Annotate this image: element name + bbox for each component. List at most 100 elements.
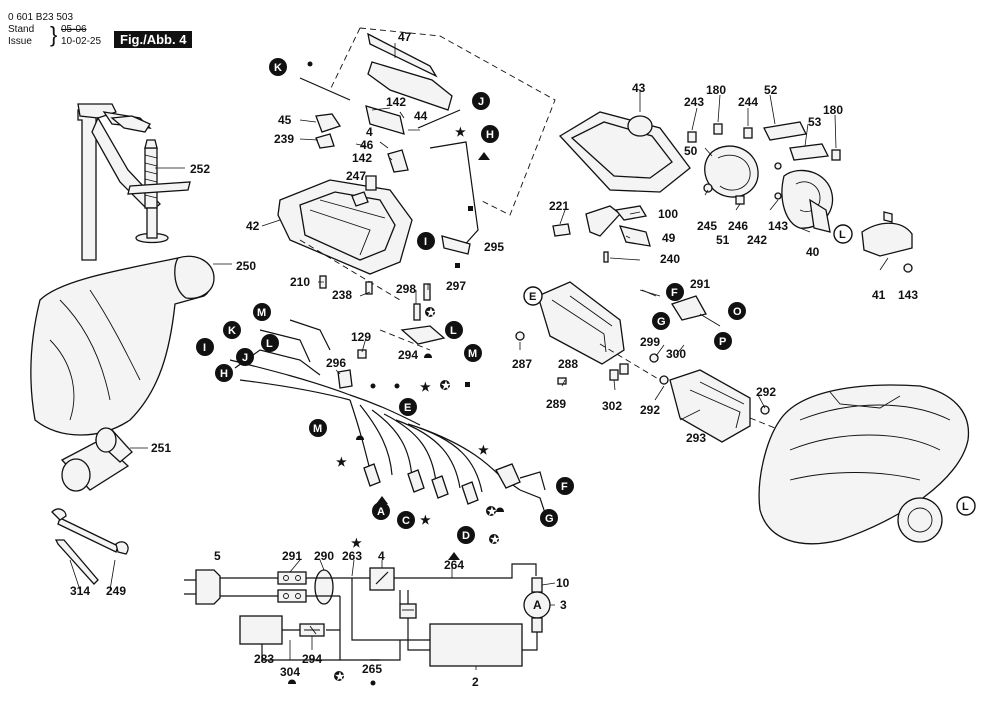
part-number: 264 bbox=[444, 558, 464, 572]
part-number: 180 bbox=[706, 83, 726, 97]
part-number: 129 bbox=[351, 330, 371, 344]
part-number: 292 bbox=[640, 403, 660, 417]
callout-M2: M bbox=[253, 303, 271, 321]
part-number: 210 bbox=[290, 275, 310, 289]
stand-label: Stand bbox=[8, 24, 35, 35]
part-number: 294 bbox=[302, 652, 322, 666]
callout-letter: F bbox=[671, 287, 678, 299]
callout-letter: L bbox=[962, 501, 969, 513]
callout-letter: I bbox=[203, 342, 206, 354]
stand-value: 05-06 bbox=[61, 24, 87, 35]
part-number: 45 bbox=[278, 113, 292, 127]
part-number: 291 bbox=[282, 549, 302, 563]
issue-value: 10-02-25 bbox=[61, 36, 102, 47]
part-number: 287 bbox=[512, 357, 532, 371]
part-number: 240 bbox=[660, 252, 680, 266]
part-numbers: 47 44 142 45 239 4 46 142 247 42 252 250… bbox=[70, 30, 918, 689]
part-number: 298 bbox=[396, 282, 416, 296]
callout-letter: E bbox=[404, 402, 411, 414]
callout-letter: K bbox=[228, 325, 236, 337]
part-number: 265 bbox=[362, 662, 382, 676]
part-number: 10 bbox=[556, 576, 570, 590]
callout-letter: L bbox=[266, 338, 273, 350]
part-number: 314 bbox=[70, 584, 90, 598]
part-number: 251 bbox=[151, 441, 171, 455]
part-number: 3 bbox=[560, 598, 567, 612]
part-number: 283 bbox=[254, 652, 274, 666]
callout-letter: K bbox=[274, 62, 282, 74]
part-code: 0 601 B23 503 bbox=[8, 12, 74, 23]
callout-E2: E bbox=[523, 286, 543, 306]
callout-G2: G bbox=[652, 312, 670, 330]
part-number: 288 bbox=[558, 357, 578, 371]
switch-parts-drawing bbox=[299, 32, 479, 255]
brace-icon: } bbox=[50, 22, 58, 47]
callout-letter: I bbox=[424, 236, 427, 248]
callout-letter: J bbox=[478, 96, 484, 108]
part-number: 180 bbox=[823, 103, 843, 117]
part-number: 42 bbox=[246, 219, 260, 233]
part-number: 4 bbox=[378, 549, 385, 563]
callout-K2: K bbox=[223, 321, 241, 339]
part-number: 297 bbox=[446, 279, 466, 293]
part-number: 44 bbox=[414, 109, 428, 123]
part-number: 40 bbox=[806, 245, 820, 259]
callout-letter: L bbox=[839, 229, 846, 241]
figure-label: Fig./Abb. 4 bbox=[114, 31, 193, 48]
callout-L1: L bbox=[445, 321, 463, 339]
callout-O: O bbox=[728, 302, 746, 320]
flange-parts-drawing bbox=[687, 121, 913, 273]
part-number: 53 bbox=[808, 115, 822, 129]
dust-bag-250-drawing bbox=[30, 255, 215, 436]
motor-symbol: A bbox=[533, 598, 542, 612]
cable-harness-drawing bbox=[229, 223, 721, 517]
part-number: 143 bbox=[768, 219, 788, 233]
part-number: 5 bbox=[214, 549, 221, 563]
part-number: 250 bbox=[236, 259, 256, 273]
svg-text:★: ★ bbox=[420, 513, 431, 527]
callout-letter: C bbox=[402, 515, 410, 527]
svg-text:★: ★ bbox=[490, 534, 500, 546]
part-number: 238 bbox=[332, 288, 352, 302]
part-number: 289 bbox=[546, 397, 566, 411]
leader-lines bbox=[69, 43, 889, 670]
callout-E1: E bbox=[399, 398, 417, 416]
part-number: 302 bbox=[602, 399, 622, 413]
callout-L4: L bbox=[956, 496, 976, 516]
callout-letter: H bbox=[220, 368, 228, 380]
part-number: 295 bbox=[484, 240, 504, 254]
callout-letter: P bbox=[719, 336, 726, 348]
part-number: 300 bbox=[666, 347, 686, 361]
part-number: 243 bbox=[684, 95, 704, 109]
part-number: 247 bbox=[346, 169, 366, 183]
part-number: 142 bbox=[386, 95, 406, 109]
part-number: 142 bbox=[352, 151, 372, 165]
callout-M3: M bbox=[309, 419, 327, 437]
callout-letter: A bbox=[377, 506, 385, 518]
svg-text:★: ★ bbox=[420, 380, 431, 394]
part-number: 290 bbox=[314, 549, 334, 563]
part-number: 46 bbox=[360, 138, 374, 152]
part-number: 242 bbox=[747, 233, 767, 247]
part-number: 43 bbox=[632, 81, 646, 95]
callout-letter: J bbox=[242, 352, 248, 364]
part-number: 221 bbox=[549, 199, 569, 213]
callout-L2: L bbox=[261, 334, 279, 352]
callout-letter: M bbox=[468, 348, 477, 360]
svg-text:★: ★ bbox=[441, 380, 451, 392]
callout-H2: H bbox=[215, 364, 233, 382]
callout-letter: H bbox=[486, 129, 494, 141]
svg-text:★: ★ bbox=[336, 455, 347, 469]
callout-letter: M bbox=[257, 307, 266, 319]
part-number: 252 bbox=[190, 162, 210, 176]
callout-letter: M bbox=[313, 423, 322, 435]
callout-A: A bbox=[372, 502, 390, 520]
callout-F2: F bbox=[666, 283, 684, 301]
symbol-markers: ★ ★ ★ ★ ★ ★ ★ ★ ★ ★ ★ bbox=[288, 61, 504, 686]
issue-label: Issue bbox=[8, 36, 32, 47]
callout-I1: I bbox=[417, 232, 435, 250]
callout-F1: F bbox=[556, 477, 574, 495]
svg-text:★: ★ bbox=[487, 506, 497, 518]
